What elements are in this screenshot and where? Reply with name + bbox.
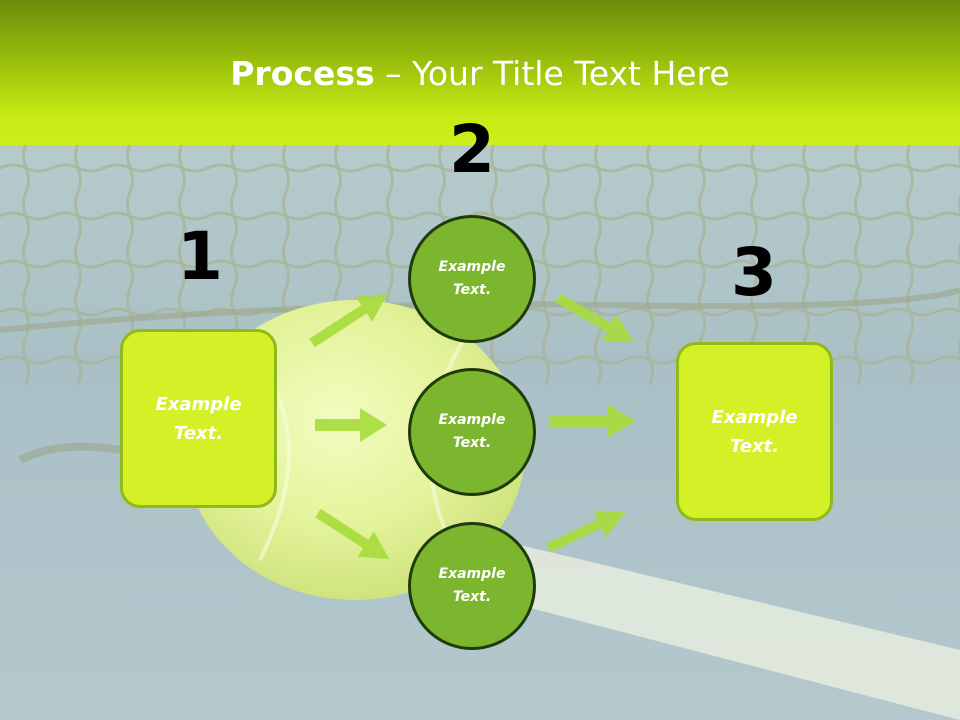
- step-2-text-bottom: Example Text.: [438, 566, 506, 605]
- step-3-text: Example Text.: [711, 406, 798, 457]
- step-3-box: Example Text.: [676, 342, 833, 521]
- step-2-circle-top: Example Text.: [408, 215, 536, 343]
- title-rest: – Your Title Text Here: [374, 54, 730, 93]
- step-number-2: 2: [449, 111, 495, 188]
- title-bar: [0, 0, 960, 145]
- step-2-text-top: Example Text.: [438, 259, 506, 298]
- title-bold: Process: [230, 54, 375, 93]
- step-number-3: 3: [731, 234, 777, 311]
- step-number-1: 1: [177, 218, 223, 295]
- step-1-text: Example Text.: [155, 393, 242, 444]
- step-2-circle-middle: Example Text.: [408, 368, 536, 496]
- step-2-text-middle: Example Text.: [438, 412, 506, 451]
- page-title: Process – Your Title Text Here: [0, 52, 960, 96]
- step-2-circle-bottom: Example Text.: [408, 522, 536, 650]
- step-1-box: Example Text.: [120, 329, 277, 508]
